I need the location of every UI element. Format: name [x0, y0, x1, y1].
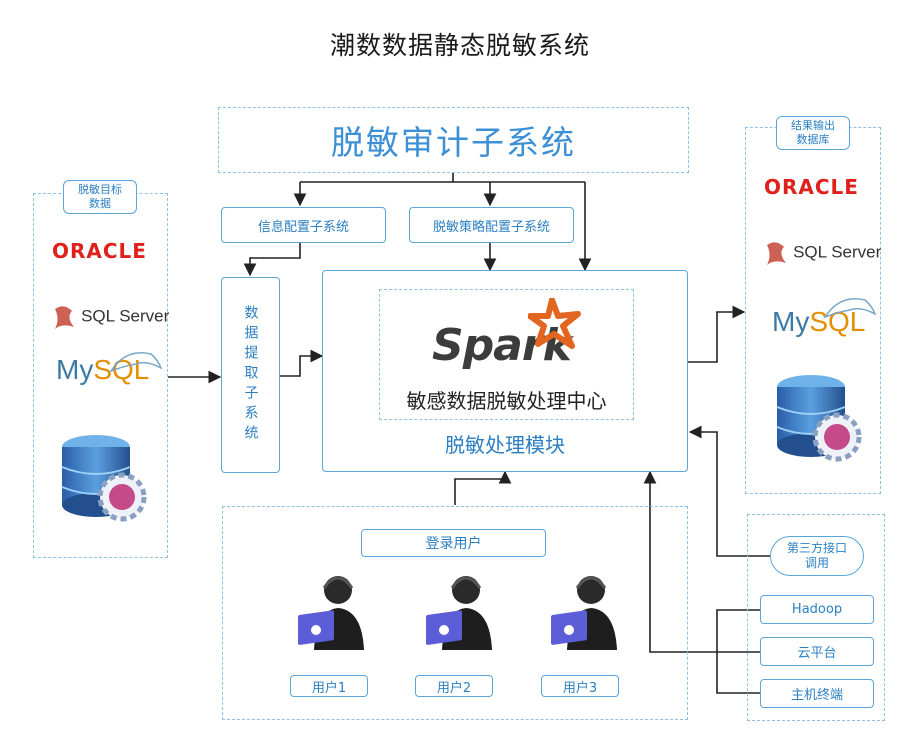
data-extract-label: 数据提取子系统	[242, 305, 259, 445]
module-label: 脱敏处理模块	[445, 432, 565, 457]
cloud-platform-box: 云平台	[760, 637, 874, 666]
dolphin-icon	[823, 298, 877, 319]
spark-star-icon	[528, 298, 581, 349]
user-1-label: 用户1	[290, 675, 368, 697]
third-party-panel	[747, 514, 885, 721]
third-party-label: 第三方接口 调用	[786, 541, 847, 570]
sqlserver-logo-output: SQL Server	[764, 239, 881, 267]
mysql-logo-source: MySQL	[56, 352, 163, 386]
policy-config-subsystem: 脱敏策略配置子系统	[409, 207, 574, 243]
database-gear-icon	[58, 431, 148, 531]
mysql-my-text: My	[772, 306, 810, 337]
sqlserver-icon	[55, 306, 74, 329]
data-extract-subsystem: 数据提取子系统	[221, 277, 280, 473]
user-avatar-3	[545, 570, 625, 656]
headset-user-icon	[426, 576, 492, 650]
audit-subsystem-label: 脱敏审计子系统	[331, 123, 576, 162]
sqlserver-icon	[767, 242, 786, 265]
users-panel	[222, 506, 688, 720]
database-gear-icon	[773, 371, 863, 471]
output-db-tag: 结果输出 数据库	[776, 116, 850, 150]
login-users-box: 登录用户	[361, 529, 546, 557]
page-title: 潮数数据静态脱敏系统	[329, 31, 590, 60]
dolphin-icon	[109, 352, 163, 373]
audit-subsystem-box: 脱敏审计子系统	[218, 107, 689, 173]
sqlserver-label: SQL Server	[81, 306, 170, 326]
output-db-label: 结果输出 数据库	[791, 119, 835, 146]
mysql-my-text: My	[56, 354, 94, 385]
hadoop-box: Hadoop	[760, 595, 874, 624]
oracle-logo-output: ORACLE	[764, 175, 859, 199]
spark-wordmark: Spark	[432, 320, 572, 371]
desensitization-module	[322, 270, 688, 472]
mysql-logo-output: MySQL	[772, 298, 877, 338]
third-party-interface-bubble: 第三方接口 调用	[770, 536, 864, 576]
sqlserver-label: SQL Server	[793, 242, 882, 262]
source-data-tag: 脱敏目标 数据	[63, 180, 137, 214]
user-2-label: 用户2	[415, 675, 493, 697]
mysql-sql-text: SQL	[809, 306, 866, 337]
oracle-logo-source: ORACLE	[52, 239, 147, 263]
host-terminal-box: 主机终端	[760, 679, 874, 708]
sqlserver-logo-source: SQL Server	[52, 303, 169, 331]
info-config-subsystem: 信息配置子系统	[221, 207, 386, 243]
user-avatar-1	[292, 570, 372, 656]
source-data-label: 脱敏目标 数据	[78, 183, 122, 210]
user-3-label: 用户3	[541, 675, 619, 697]
headset-user-icon	[298, 576, 364, 650]
user-avatar-2	[420, 570, 500, 656]
processing-center	[379, 289, 634, 420]
headset-user-icon	[551, 576, 617, 650]
spark-logo: Spark	[432, 320, 572, 371]
processing-center-label: 敏感数据脱敏处理中心	[406, 388, 607, 413]
